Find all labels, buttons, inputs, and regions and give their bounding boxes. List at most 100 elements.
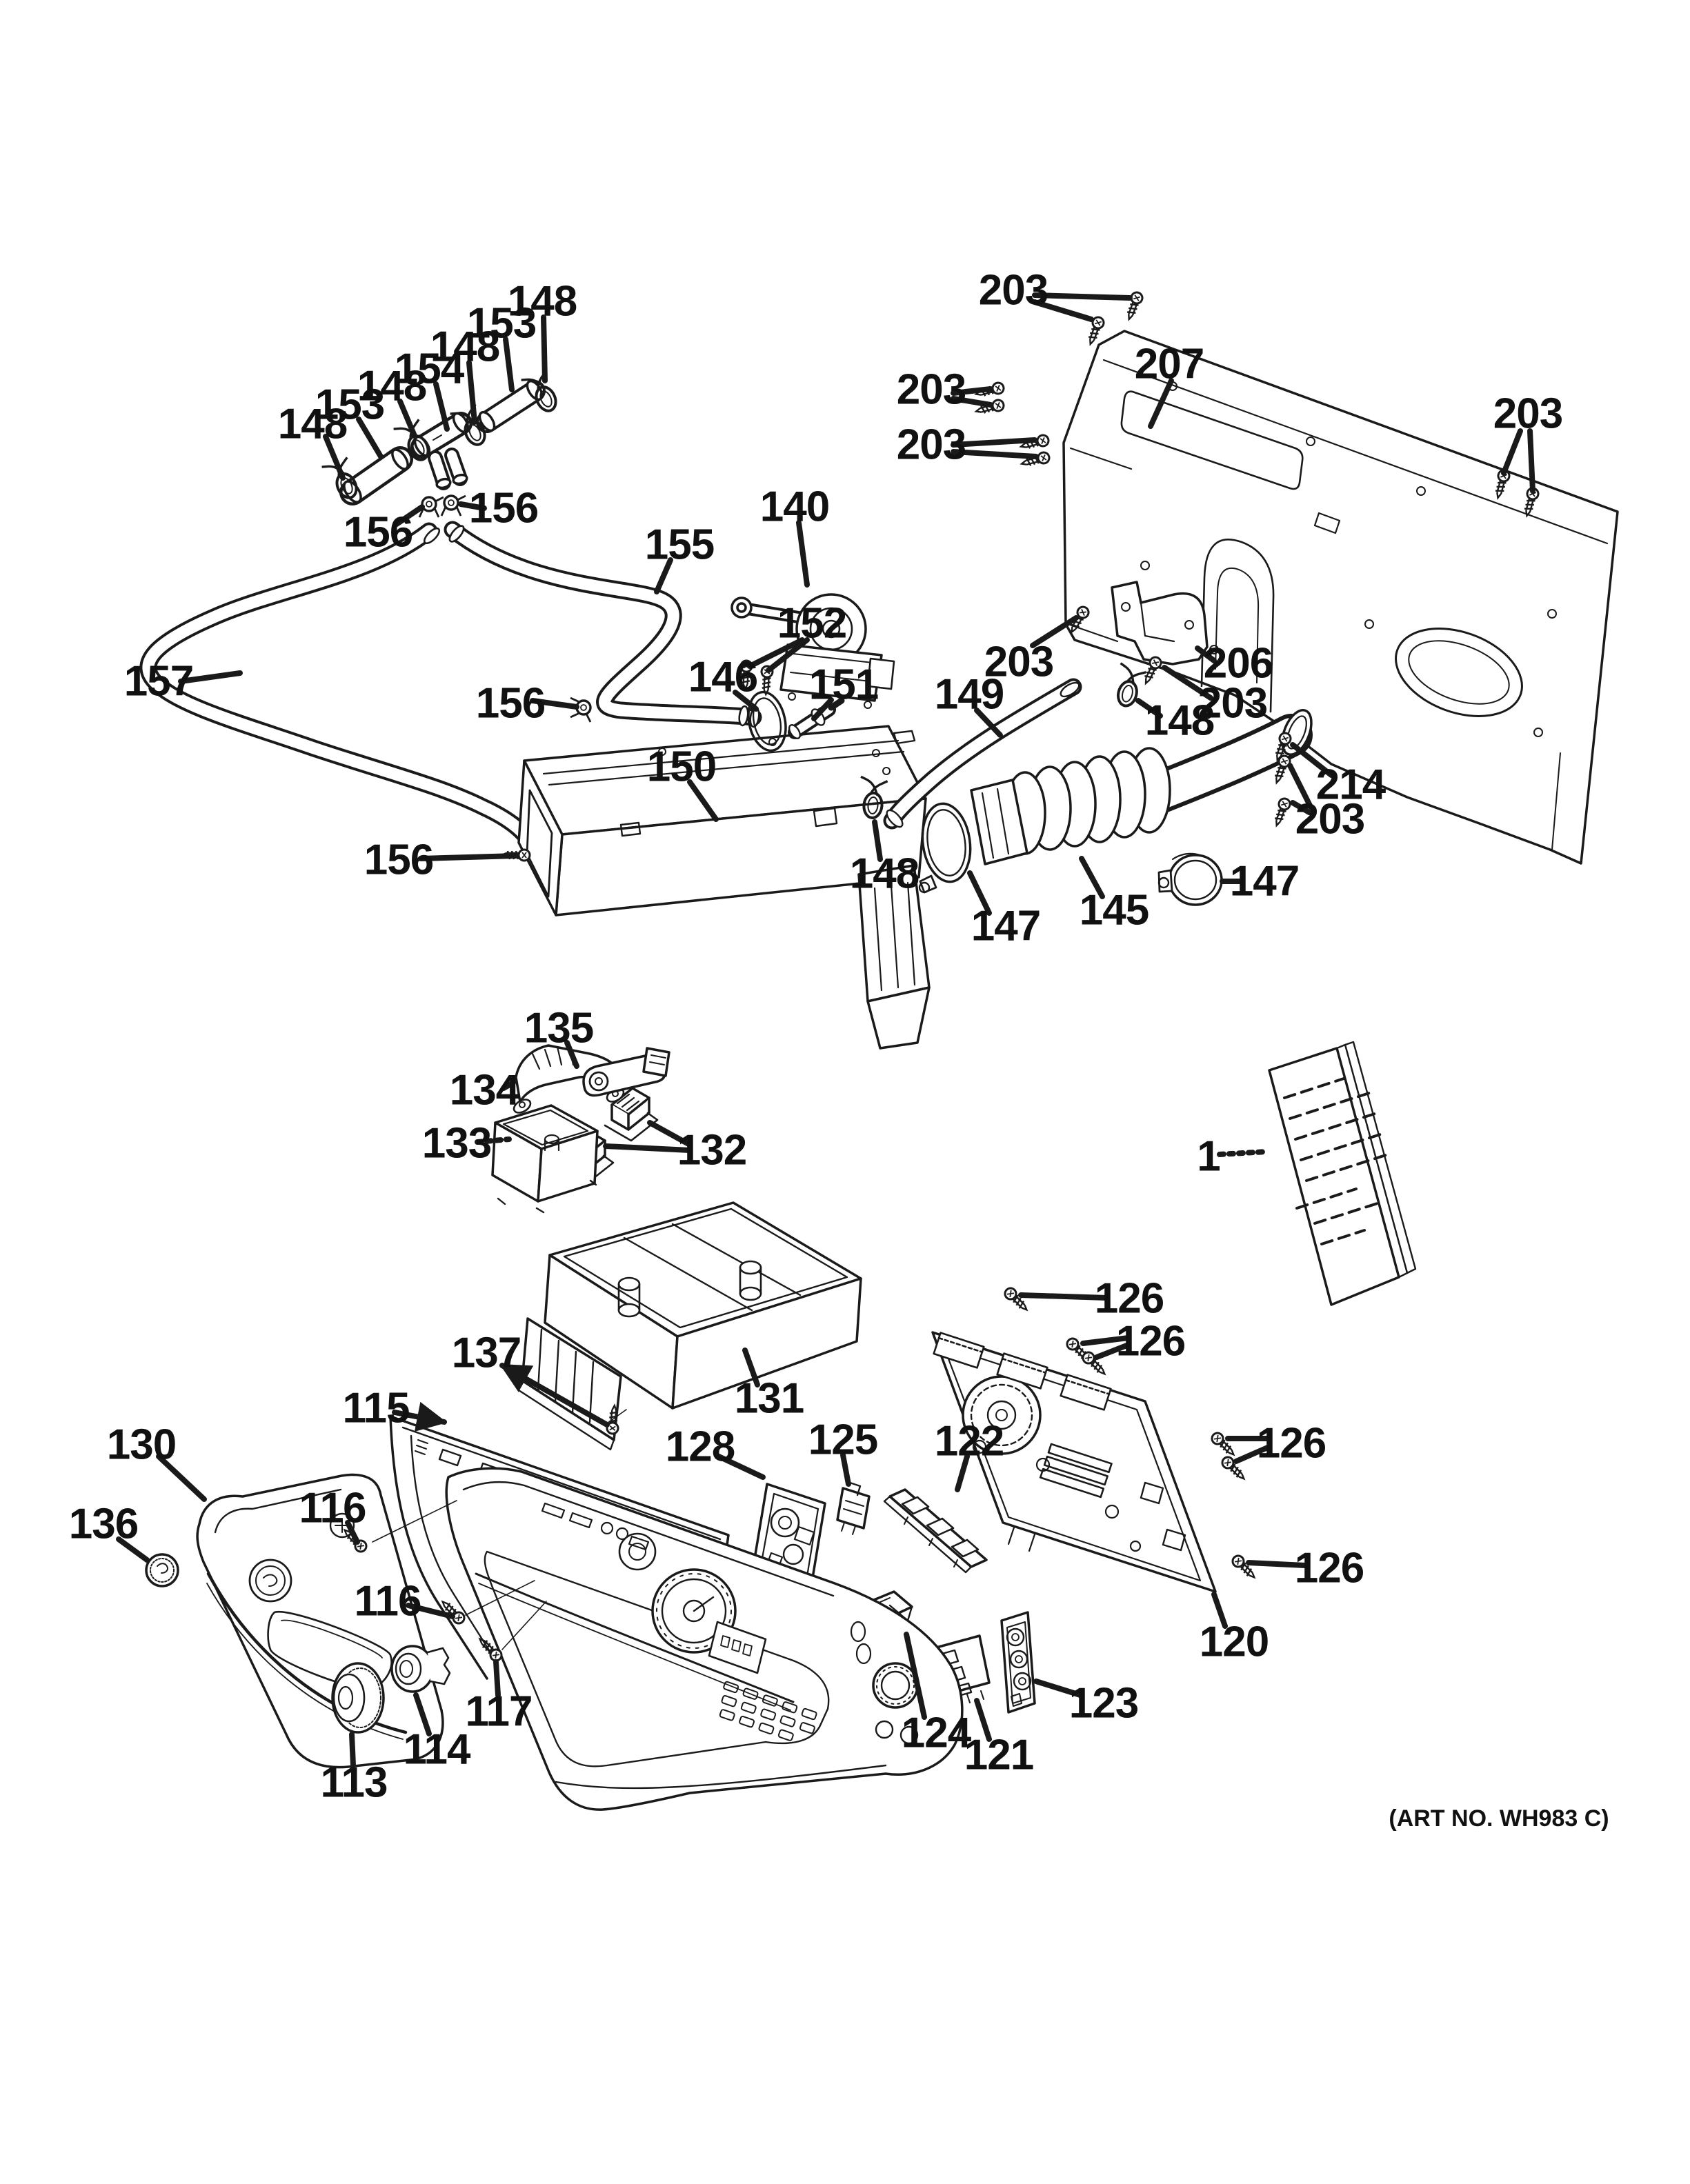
part-minimanual-1 xyxy=(1268,1041,1417,1306)
part-connector-strip-122 xyxy=(883,1488,988,1574)
leader-line xyxy=(766,637,810,673)
leader-line xyxy=(349,1732,356,1768)
part-label-117: 117 xyxy=(465,1688,532,1736)
part-switch-125 xyxy=(836,1481,871,1535)
leader-line xyxy=(840,1452,851,1487)
alignment-line xyxy=(372,1500,457,1543)
leader-line xyxy=(1148,378,1174,429)
part-label-147: 147 xyxy=(971,903,1040,950)
part-label-203: 203 xyxy=(897,366,966,414)
part-label-120: 120 xyxy=(1200,1619,1269,1666)
part-label-153: 153 xyxy=(315,381,384,429)
leader-line xyxy=(974,708,1003,738)
part-label-135: 135 xyxy=(524,1005,593,1052)
leader-line xyxy=(1195,645,1217,663)
part-label-126: 126 xyxy=(1116,1318,1185,1365)
leader-line xyxy=(394,504,425,527)
leader-line xyxy=(1018,1292,1110,1301)
part-label-148: 148 xyxy=(1145,697,1214,745)
leader-lines-layer xyxy=(116,292,1535,1768)
leader-line xyxy=(654,557,673,594)
part-control-board-120 xyxy=(931,1331,1217,1593)
part-label-203: 203 xyxy=(979,267,1048,314)
leader-line xyxy=(647,1120,693,1148)
part-label-123: 123 xyxy=(1069,1680,1138,1727)
part-label-125: 125 xyxy=(808,1416,877,1464)
leader-line xyxy=(433,381,450,432)
alignment-line xyxy=(465,1580,535,1616)
art-number: (ART NO. WH983 C) xyxy=(1389,1805,1609,1832)
part-label-148: 148 xyxy=(850,850,919,898)
part-label-122: 122 xyxy=(935,1418,1004,1465)
leader-line xyxy=(1032,299,1094,322)
part-label-150: 150 xyxy=(647,743,716,791)
part-label-126: 126 xyxy=(1295,1545,1364,1592)
leader-line xyxy=(951,437,1037,448)
leader-line xyxy=(503,337,515,392)
leader-line xyxy=(747,637,805,669)
leader-line xyxy=(1246,1560,1308,1568)
leader-line xyxy=(116,1536,150,1563)
leader-line xyxy=(541,314,548,383)
part-control-panel-fascia xyxy=(445,1467,964,1811)
leader-line xyxy=(1287,763,1313,810)
leader-line xyxy=(392,1401,448,1432)
leader-line xyxy=(356,417,384,459)
part-label-128: 128 xyxy=(666,1423,735,1471)
part-band-clamp-147-right xyxy=(1157,852,1223,906)
alignment-line xyxy=(501,1601,547,1650)
part-label-153: 153 xyxy=(467,300,536,348)
part-label-126: 126 xyxy=(1095,1275,1164,1323)
leader-line xyxy=(904,1632,927,1720)
part-hose-149 xyxy=(883,678,1082,830)
leader-line xyxy=(951,386,993,396)
part-label-145: 145 xyxy=(1080,887,1149,934)
leader-line xyxy=(413,1692,432,1736)
part-label-147: 147 xyxy=(1230,858,1299,905)
part-label-114: 114 xyxy=(403,1726,471,1774)
leader-line xyxy=(951,449,1039,459)
leader-line xyxy=(1079,856,1105,899)
part-bracket-206 xyxy=(1111,581,1209,665)
leader-line xyxy=(1094,1342,1131,1360)
part-knob-113 xyxy=(331,1662,385,1734)
part-label-214: 214 xyxy=(1316,761,1386,809)
leader-line xyxy=(872,819,883,862)
part-label-203: 203 xyxy=(1295,796,1364,843)
part-oring-146 xyxy=(747,690,787,752)
part-label-156: 156 xyxy=(469,485,538,532)
part-label-155: 155 xyxy=(645,521,714,569)
part-label-116: 116 xyxy=(299,1485,366,1532)
part-label-137: 137 xyxy=(452,1330,521,1377)
leader-line xyxy=(1080,1335,1131,1346)
part-label-151: 151 xyxy=(809,661,878,709)
part-lock-lever-135 xyxy=(582,1047,670,1097)
part-label-156: 156 xyxy=(364,836,433,884)
part-label-140: 140 xyxy=(760,483,829,531)
part-fill-tube-151 xyxy=(788,697,845,739)
part-label-207: 207 xyxy=(1135,341,1204,388)
leader-line xyxy=(967,870,992,916)
leader-line xyxy=(1032,292,1133,301)
leader-line xyxy=(1217,1149,1269,1157)
leader-line xyxy=(323,434,346,481)
part-label-203: 203 xyxy=(897,421,966,469)
leader-line xyxy=(1290,800,1312,815)
leader-line xyxy=(974,1698,992,1742)
leader-line xyxy=(1233,1444,1272,1464)
leader-line xyxy=(1135,698,1163,719)
part-dispenser-housing-150 xyxy=(517,725,931,1050)
leader-line xyxy=(687,779,719,822)
part-knob-clutch-114 xyxy=(390,1645,451,1693)
leader-line xyxy=(406,1603,455,1619)
part-label-132: 132 xyxy=(677,1127,746,1174)
leader-line xyxy=(458,501,487,511)
part-label-124: 124 xyxy=(902,1710,972,1757)
leader-line xyxy=(564,1040,579,1069)
leader-line xyxy=(493,1659,501,1698)
part-label-156: 156 xyxy=(476,680,545,728)
part-label-146: 146 xyxy=(688,654,757,701)
